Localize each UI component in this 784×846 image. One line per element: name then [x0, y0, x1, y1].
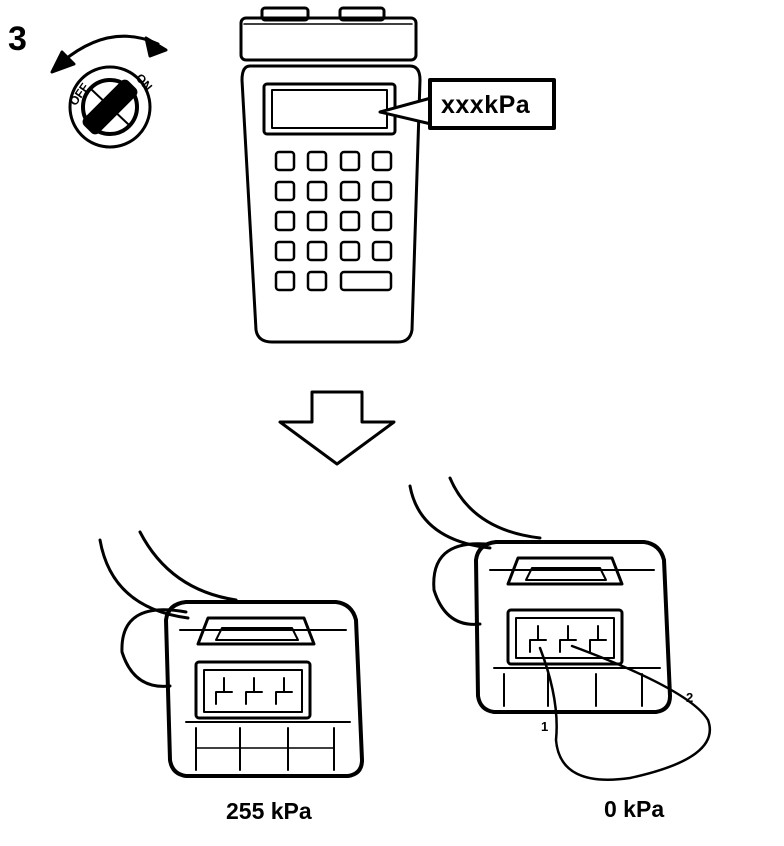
- left-connector: [98, 530, 364, 778]
- down-arrow-icon: [278, 390, 396, 466]
- scan-tool-screen: [262, 82, 397, 136]
- readout-callout-box: [428, 78, 556, 130]
- readout-value: xxxkPa: [441, 91, 531, 119]
- arrowhead-left-icon: [50, 50, 76, 74]
- scan-tool: [239, 6, 556, 344]
- step-number: 3: [8, 20, 27, 58]
- rotation-arrow-icon: [60, 34, 160, 64]
- right-connector-caption: 0 kPa: [604, 796, 665, 822]
- ignition-switch: OFF ON: [50, 34, 168, 149]
- jumper-wire: [538, 644, 711, 781]
- keypad: [274, 150, 393, 292]
- pin2-label: 2: [686, 690, 694, 705]
- right-connector: [408, 476, 711, 781]
- left-connector-caption: 255 kPa: [226, 798, 312, 824]
- pin1-label: 1: [541, 719, 549, 734]
- arrowhead-right-icon: [144, 36, 168, 58]
